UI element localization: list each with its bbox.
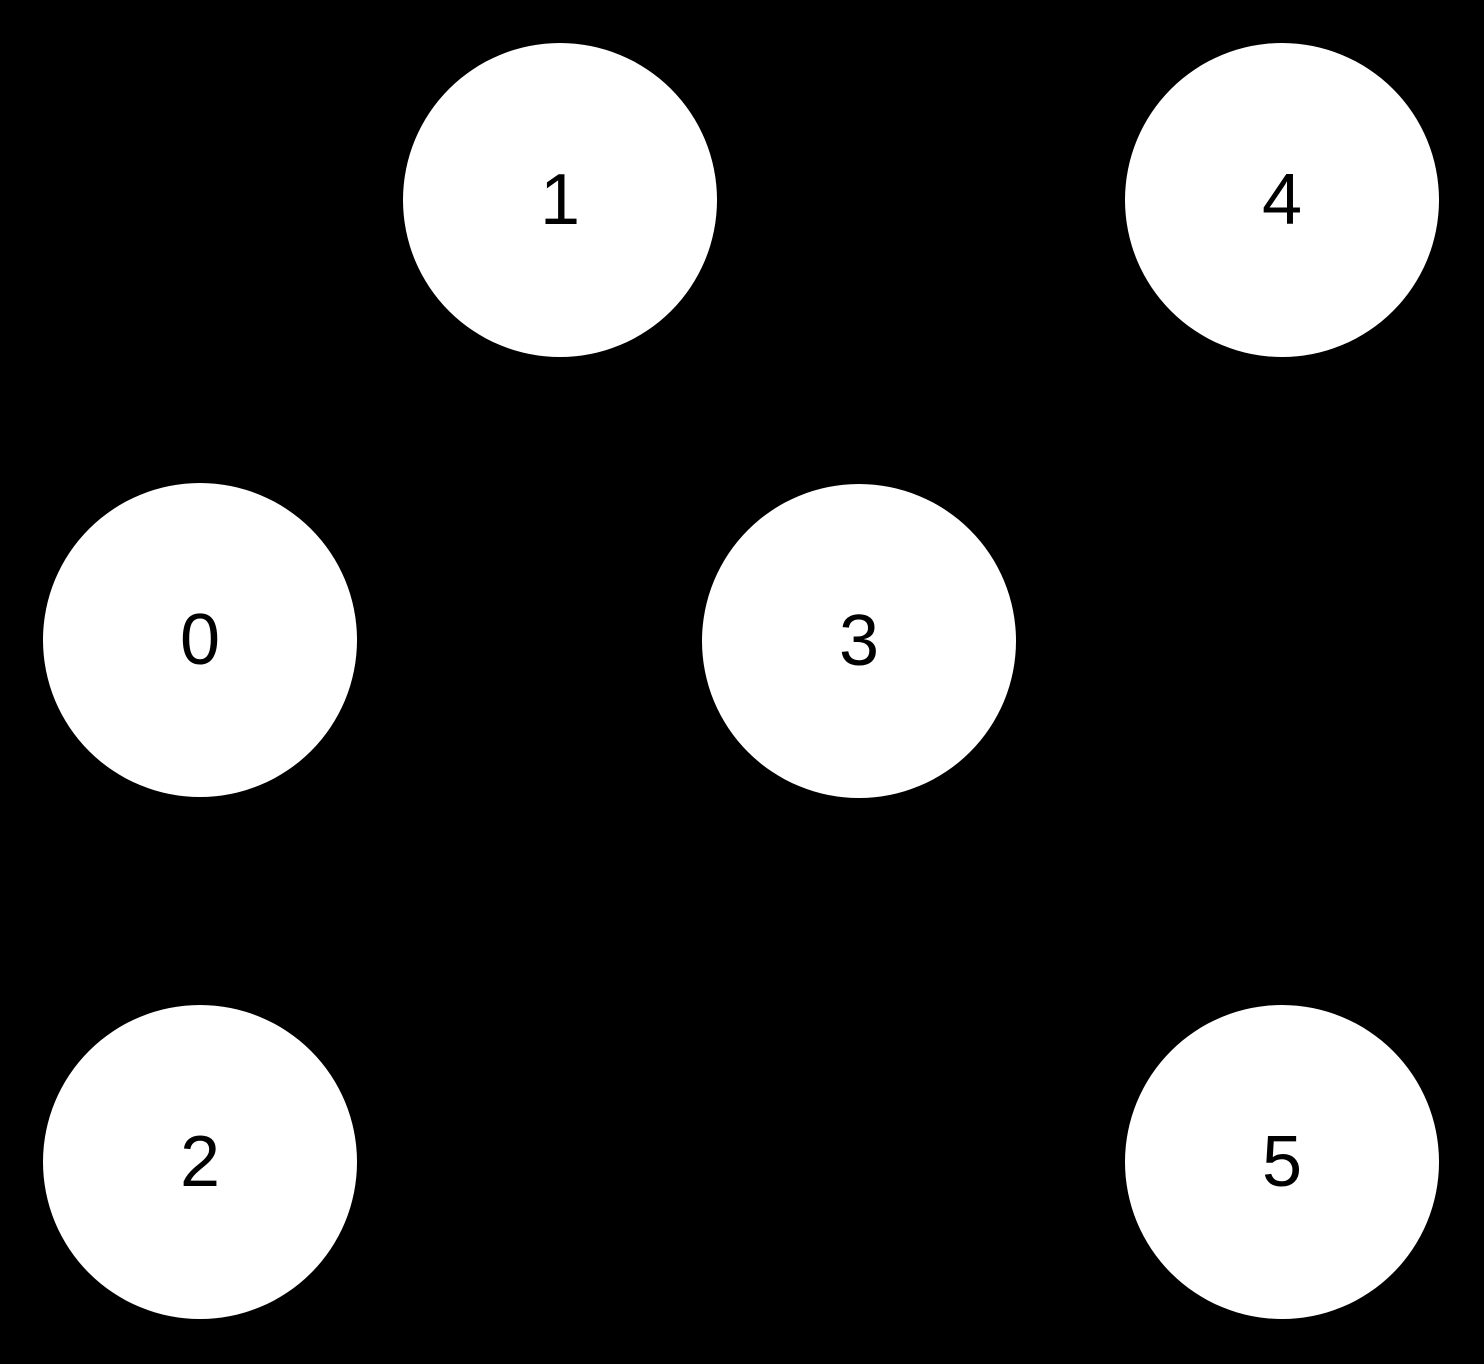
node-label: 3 [838,601,880,681]
graph-node-1: 1 [403,43,717,357]
node-label: 0 [179,600,221,680]
graph-node-4: 4 [1125,43,1439,357]
node-label: 4 [1261,160,1303,240]
graph-node-2: 2 [43,1005,357,1319]
graph-node-0: 0 [43,483,357,797]
graph-node-5: 5 [1125,1005,1439,1319]
node-label: 2 [179,1122,221,1202]
node-label: 1 [539,160,581,240]
node-label: 5 [1261,1122,1303,1202]
graph-node-3: 3 [702,484,1016,798]
